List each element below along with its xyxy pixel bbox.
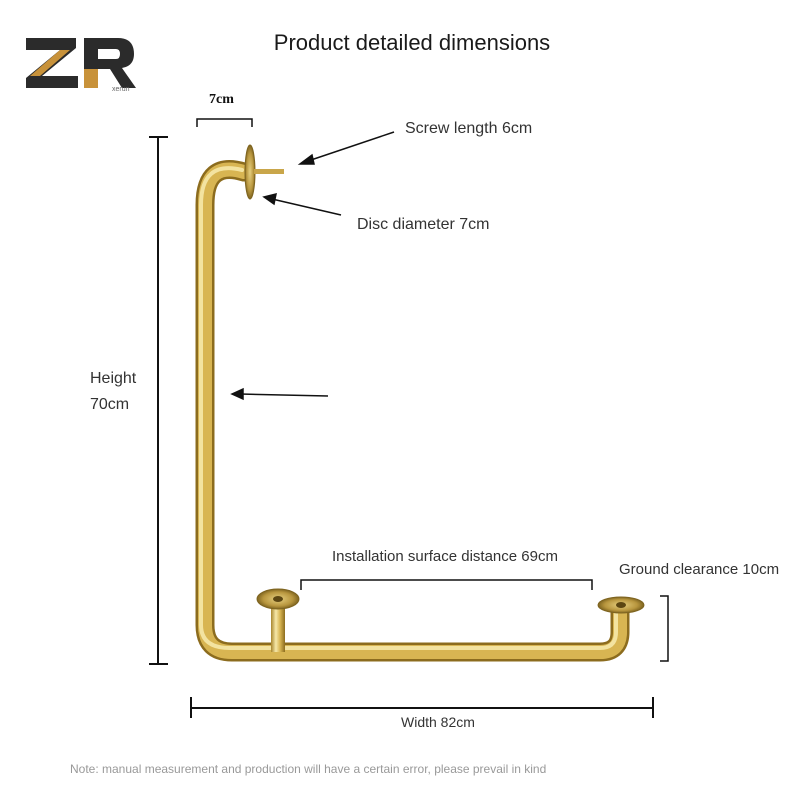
installation-distance-label: Installation surface distance 69cm xyxy=(332,548,558,565)
disc-diameter-label: Disc diameter 7cm xyxy=(357,216,490,233)
footer-note: Note: manual measurement and production … xyxy=(70,762,547,776)
height-label-line2: 70cm xyxy=(90,396,130,413)
screw-length-label: Screw length 6cm xyxy=(405,120,533,137)
disc-arrow xyxy=(271,198,342,216)
logo-subtext: xerun xyxy=(112,86,130,93)
width-label: Width 82cm xyxy=(401,714,475,730)
ground-clearance-label: Ground clearance 10cm xyxy=(619,561,780,578)
tube-arrow xyxy=(239,393,329,397)
screw xyxy=(254,169,284,174)
screw-arrow xyxy=(307,131,395,162)
top-width-label: 7cm xyxy=(209,92,234,107)
installation-distance-bracket xyxy=(300,579,593,590)
top-width-bracket xyxy=(196,118,253,127)
support-tube xyxy=(271,600,285,652)
brand-logo xyxy=(26,38,136,88)
height-dimension-line xyxy=(149,136,168,665)
page-title: Product detailed dimensions xyxy=(273,30,551,55)
top-mount-disc xyxy=(244,144,256,200)
height-label-line1: Height xyxy=(90,370,137,387)
width-dimension-line xyxy=(190,697,654,718)
ground-clearance-bracket xyxy=(660,595,669,662)
